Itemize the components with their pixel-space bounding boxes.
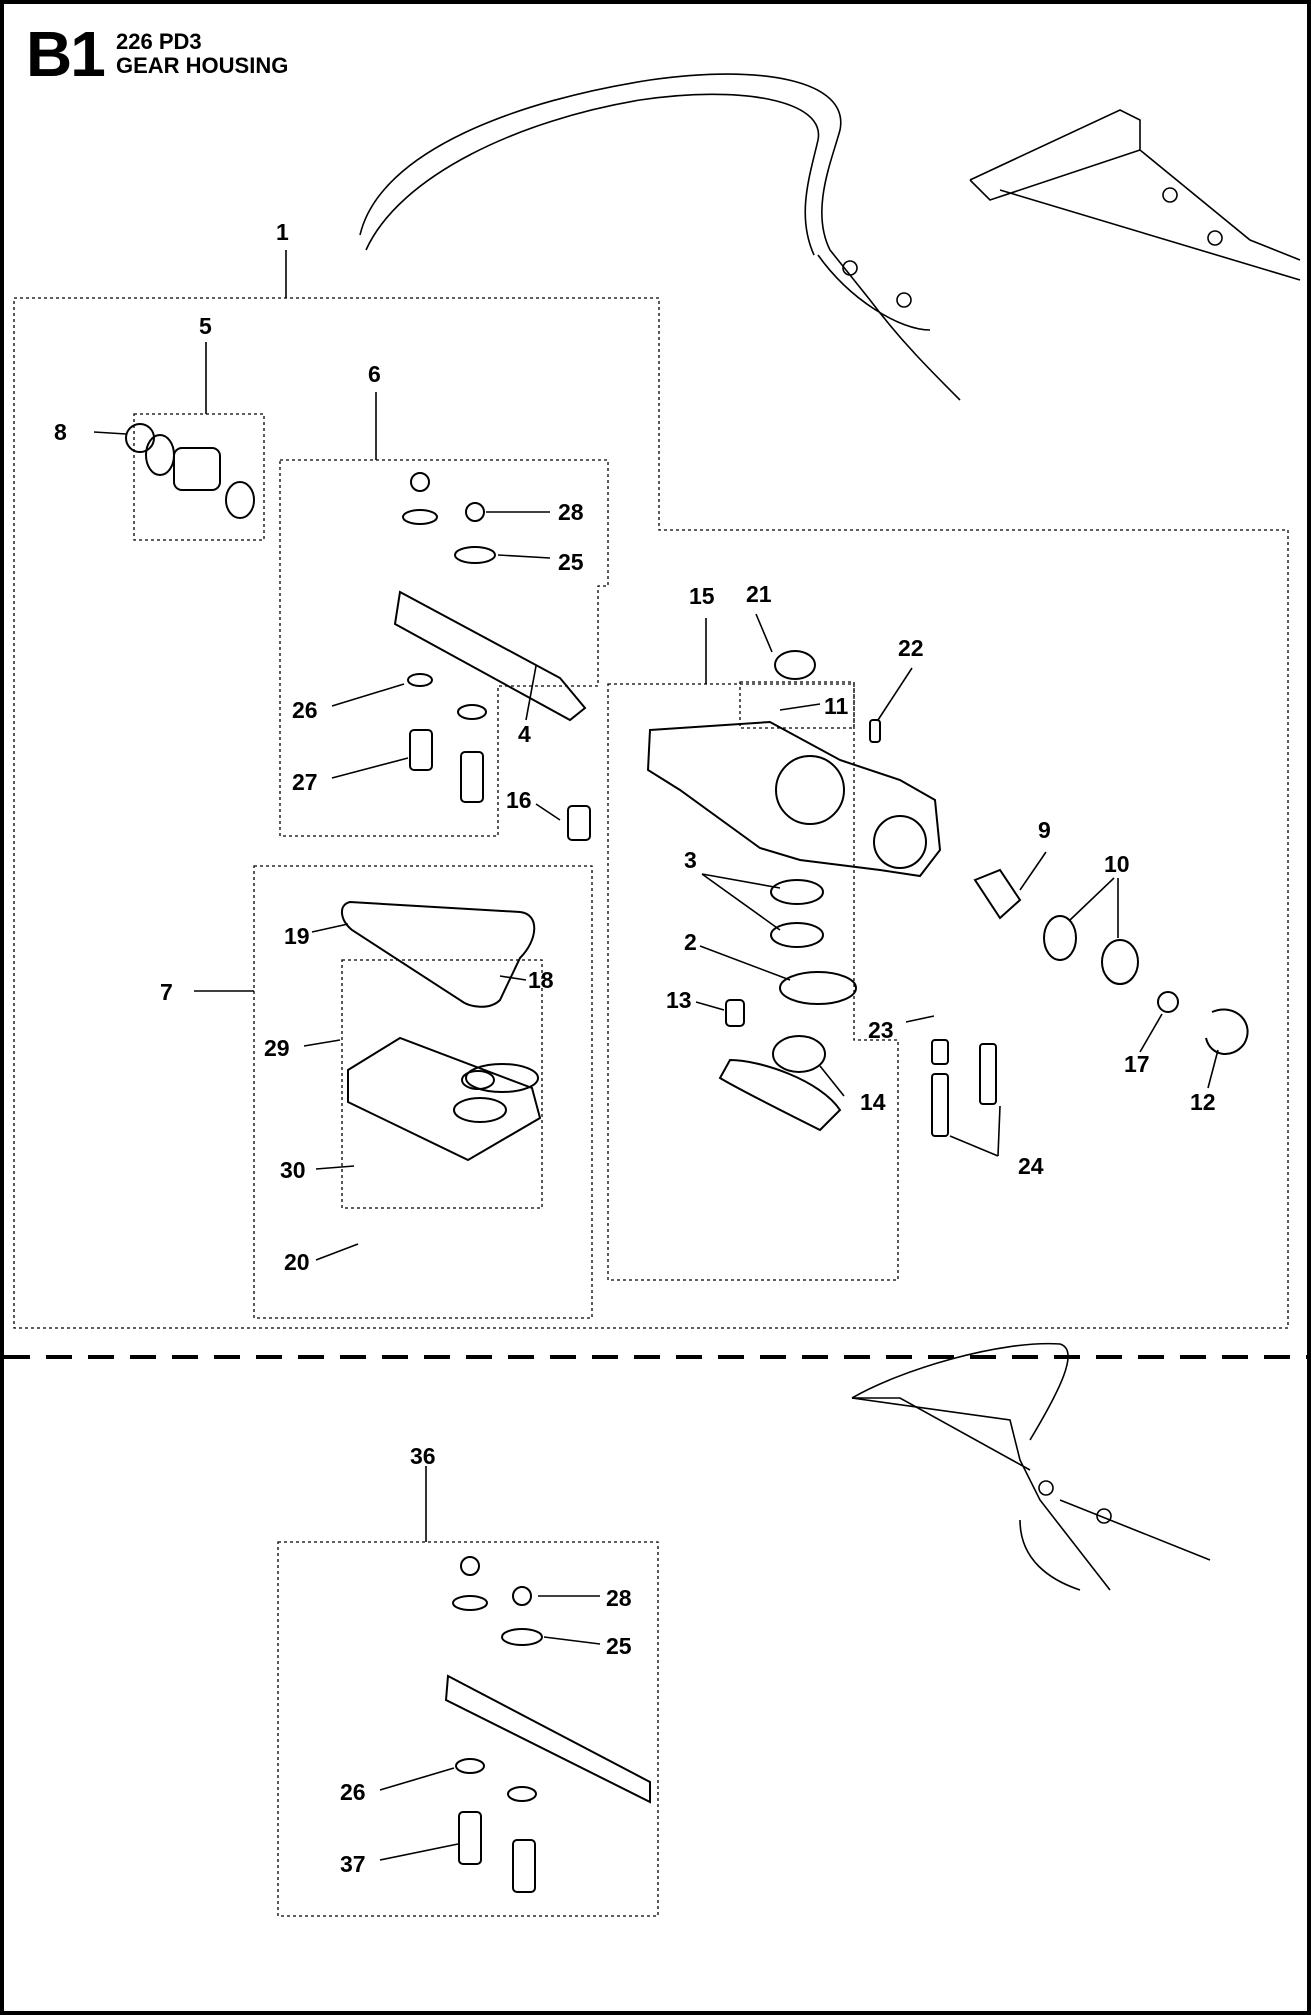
- callout-4: 4: [518, 721, 531, 747]
- callout-24: 24: [1018, 1153, 1044, 1179]
- callout-11: 11: [824, 693, 849, 719]
- callout-10: 10: [1104, 851, 1130, 877]
- callout-19: 19: [284, 923, 310, 949]
- callout-16: 16: [506, 787, 532, 813]
- callout-7: 7: [160, 979, 173, 1005]
- assembly-box-36: [277, 1541, 659, 1917]
- callout-20: 20: [284, 1249, 310, 1275]
- assembly-box-11: [739, 681, 855, 729]
- callout-21: 21: [746, 581, 772, 607]
- callout-25: 25: [558, 549, 584, 575]
- circlip-part: [125, 423, 155, 453]
- blade-sketch-top: [359, 73, 1301, 401]
- assembly-box-29: [341, 959, 543, 1209]
- section-code: B1: [26, 18, 106, 90]
- callout-2: 2: [684, 929, 697, 955]
- callout-26-lower: 26: [340, 1779, 366, 1805]
- assembly-box-7: [253, 865, 593, 1319]
- callout-30: 30: [280, 1157, 306, 1183]
- callout-25-lower: 25: [606, 1633, 632, 1659]
- assembly-box-6: [279, 459, 609, 837]
- callout-28: 28: [558, 499, 584, 525]
- model-number: 226 PD3: [116, 29, 202, 54]
- callout-17: 17: [1124, 1051, 1150, 1077]
- callout-18: 18: [528, 967, 554, 993]
- callout-36: 36: [410, 1443, 436, 1469]
- callout-3: 3: [684, 847, 697, 873]
- callout-1: 1: [276, 219, 289, 245]
- callout-26: 26: [292, 697, 318, 723]
- callout-29: 29: [264, 1035, 290, 1061]
- callout-14: 14: [860, 1089, 886, 1115]
- callout-37: 37: [340, 1851, 366, 1877]
- diagram-title: GEAR HOUSING: [116, 53, 289, 78]
- callout-9: 9: [1038, 817, 1051, 843]
- blade-sketch-bottom: [851, 1342, 1211, 1591]
- callout-28-lower: 28: [606, 1585, 632, 1611]
- leader-lines: [93, 250, 1219, 1861]
- part-shapes: [125, 423, 1249, 1893]
- assembly-box-1: [13, 297, 1289, 1329]
- callout-6: 6: [368, 361, 381, 387]
- callout-22: 22: [898, 635, 924, 661]
- callout-15: 15: [689, 583, 715, 609]
- callout-23: 23: [868, 1017, 894, 1043]
- callout-5: 5: [199, 313, 212, 339]
- callout-13: 13: [666, 987, 692, 1013]
- callout-8: 8: [54, 419, 67, 445]
- callout-12: 12: [1190, 1089, 1216, 1115]
- callout-labels: 1 2 3 4 5 6 7 8 9 10 11 12 13 14 15 16 1…: [54, 219, 1216, 1877]
- assembly-box-5: [133, 413, 265, 541]
- callout-27: 27: [292, 769, 318, 795]
